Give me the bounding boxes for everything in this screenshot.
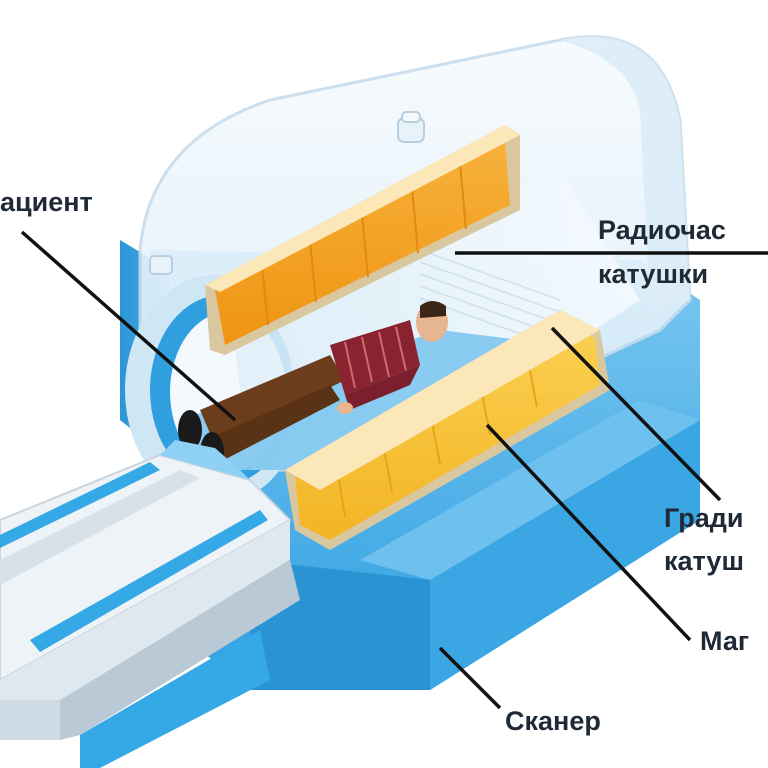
label-gradient-line2: катуш xyxy=(664,546,744,576)
rf-coil-upper xyxy=(205,125,520,355)
label-magnet: Маг xyxy=(700,626,750,656)
label-gradient-line1: Гради xyxy=(664,503,744,533)
patient-table xyxy=(0,440,300,768)
label-scanner: Сканер xyxy=(505,706,601,736)
leader-scanner xyxy=(438,646,502,710)
leader-magnet xyxy=(485,423,692,642)
label-rf-coils-line2: катушки xyxy=(598,259,709,289)
gradient-coil-lower xyxy=(285,310,610,550)
label-rf-coils-line1: Радиочас xyxy=(598,215,726,245)
leader-gradient xyxy=(550,326,722,502)
label-patient: ациент xyxy=(0,187,93,217)
leader-patient xyxy=(20,230,237,422)
patient-figure xyxy=(178,301,520,472)
leader-lines xyxy=(20,230,768,710)
